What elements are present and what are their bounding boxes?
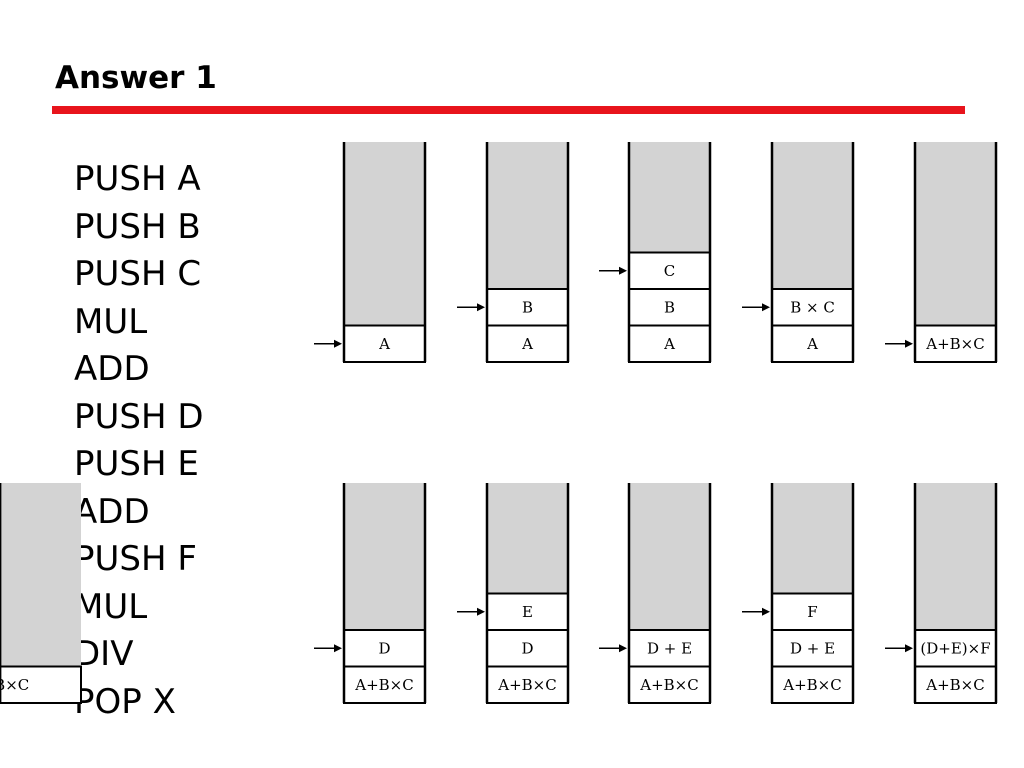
- stack-empty-region: [344, 483, 425, 630]
- stack-cell-label: A+B×C: [0, 676, 29, 694]
- stack-cell-label: A+B×C: [925, 335, 984, 353]
- instruction-item: PUSH A: [74, 159, 201, 199]
- instruction-item: PUSH B: [74, 206, 201, 247]
- instruction-item: ADD: [74, 349, 150, 389]
- instruction-item: PUSH F: [74, 539, 197, 579]
- stack-4: A B × C: [742, 142, 855, 363]
- instruction-list: PUSH A PUSH B PUSH C MUL ADD PUSH D PUSH E ADD P…: [74, 156, 204, 726]
- stack-cell: [343, 665, 426, 704]
- stack-pointer-arrow-icon: [762, 607, 770, 616]
- stack-cell-label: C: [664, 262, 675, 280]
- instruction-item: MUL: [74, 586, 148, 627]
- stack-3: A BC: [599, 142, 712, 363]
- title-underline: [52, 106, 965, 114]
- stack-empty-region: [772, 142, 853, 289]
- stack-cell: [343, 629, 426, 668]
- stack-cell-label: A+B×C: [497, 676, 556, 694]
- stack-empty-region: [487, 142, 568, 289]
- instruction-item: PUSH C: [74, 254, 202, 294]
- stack-cell-label: D: [521, 639, 533, 657]
- stack-cell-label: E: [522, 603, 533, 621]
- stack-9: A+B×C D + E F: [742, 483, 855, 704]
- stack-10: A+B×C (D+E)×F: [885, 483, 998, 704]
- stack-empty-region: [915, 483, 996, 630]
- stack-1: A: [314, 142, 427, 363]
- stack-empty-region: [487, 483, 568, 594]
- stack-empty-region: [0, 483, 81, 667]
- stack-cell: [771, 288, 854, 327]
- stack-cell: [771, 592, 854, 631]
- stack-pointer-arrow-icon: [477, 303, 485, 312]
- stack-cell-label: B: [522, 298, 533, 316]
- stack-empty-region: [344, 142, 425, 326]
- instruction-item: MUL: [74, 301, 148, 342]
- stack-cell-label: A+B×C: [354, 676, 413, 694]
- stack-cell-label: B: [664, 298, 675, 316]
- stack-cell: [628, 629, 711, 668]
- stack-pointer-arrow-icon: [905, 339, 913, 348]
- stack-cell-label: A+B×C: [925, 676, 984, 694]
- stack-cell-label: A+B×C: [639, 676, 698, 694]
- stack-5: A+B×C: [885, 142, 998, 363]
- stack-pointer-arrow-icon: [619, 644, 627, 653]
- stack-cell: [628, 324, 711, 363]
- stack-2: AB: [457, 142, 570, 363]
- stack-cell-label: D + E: [790, 639, 835, 657]
- stack-11: A+B×C: [0, 483, 82, 704]
- instruction-item: PUSH E: [74, 444, 199, 484]
- instruction-item: ADD: [74, 491, 150, 532]
- stack-cell-label: A: [521, 335, 533, 353]
- instruction-item: DIV: [74, 634, 134, 674]
- stack-empty-region: [629, 483, 710, 630]
- stack-pointer-arrow-icon: [619, 266, 627, 275]
- stack-pointer-arrow-icon: [905, 644, 913, 653]
- stack-cell-label: D + E: [647, 639, 692, 657]
- stack-empty-region: [772, 483, 853, 594]
- stack-cell-label: F: [807, 603, 817, 621]
- stack-cell-label: A: [663, 335, 675, 353]
- stack-pointer-arrow-icon: [762, 303, 770, 312]
- stack-cell: [914, 324, 997, 363]
- stack-cell: [771, 665, 854, 704]
- stack-pointer-arrow-icon: [334, 339, 342, 348]
- page-title: Answer 1: [55, 60, 217, 96]
- stack-empty-region: [629, 142, 710, 253]
- stack-cell: [0, 665, 82, 704]
- stack-cell-label: A: [378, 335, 390, 353]
- stack-empty-region: [915, 142, 996, 326]
- stack-8: A+B×C D + E: [599, 483, 712, 704]
- stack-6: A+B×C D: [314, 483, 427, 704]
- stack-cell-label: (D+E)×F: [920, 639, 990, 657]
- stack-cell-label: A: [806, 335, 818, 353]
- stack-cell-label: B × C: [790, 298, 835, 316]
- stack-cell: [628, 288, 711, 327]
- stack-pointer-arrow-icon: [334, 644, 342, 653]
- stack-cell-label: A+B×C: [782, 676, 841, 694]
- instruction-item: POP X: [74, 681, 176, 722]
- stack-cell: [628, 665, 711, 704]
- stack-pointer-arrow-icon: [477, 607, 485, 616]
- instruction-item: PUSH D: [74, 396, 204, 437]
- stack-cell: [486, 288, 569, 327]
- stack-7: A+B×C DE: [457, 483, 570, 704]
- stack-cell-label: D: [378, 639, 390, 657]
